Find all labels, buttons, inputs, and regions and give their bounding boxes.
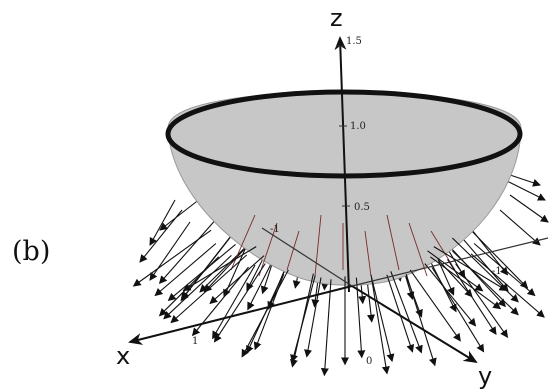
- vector-arrow: [452, 250, 519, 316]
- vector-arrow: [470, 253, 545, 318]
- vector-arrow: [149, 199, 176, 246]
- inner-vector-line: [258, 222, 278, 277]
- inner-vector-line: [230, 214, 256, 271]
- vector-arrow: [370, 274, 395, 363]
- vector-arrow: [158, 215, 220, 284]
- panel-label: (b): [12, 236, 51, 267]
- vector-arrow: [499, 209, 541, 246]
- y-tick-neg-1: -1: [492, 266, 502, 277]
- z-tick-0-5: 0.5: [354, 202, 370, 213]
- y-axis: [351, 285, 478, 364]
- x-axis-negative: [261, 227, 353, 287]
- vector-arrow: [132, 229, 212, 287]
- vector-arrow: [431, 267, 485, 353]
- vector-arrow: [304, 277, 322, 358]
- vector-arrow: [170, 254, 248, 324]
- vector-arrow: [390, 271, 423, 354]
- vector-arrow: [320, 279, 332, 377]
- vector-arrow: [386, 274, 415, 353]
- vector-arrow: [430, 256, 502, 310]
- z-axis-ticks: [336, 45, 350, 207]
- vector-arrow: [473, 243, 536, 297]
- z-tick-1-5: 1.5: [346, 36, 362, 47]
- inner-vector-line: [314, 214, 322, 277]
- vector-arrow: [433, 246, 508, 292]
- inner-vector-line: [386, 214, 400, 271]
- z-tick-0: 0: [366, 356, 372, 367]
- vector-arrow: [213, 263, 266, 343]
- vector-arrow: [424, 263, 477, 327]
- vector-arrow: [405, 273, 437, 367]
- vector-arrow: [290, 273, 314, 368]
- y-axis-label: y: [478, 362, 492, 390]
- vector-arrow: [212, 264, 256, 340]
- vector-arrow: [371, 278, 390, 375]
- vector-arrow: [253, 273, 285, 351]
- vector-arrow: [468, 228, 529, 289]
- vector-arrow: [355, 277, 366, 359]
- vector-arrow: [452, 237, 519, 303]
- vector-field-arrows-front: [132, 229, 545, 377]
- inner-vector-line: [364, 230, 372, 277]
- vector-arrow: [209, 255, 265, 305]
- vector-arrow: [149, 221, 191, 281]
- z-tick-1-0: 1.0: [350, 121, 366, 132]
- inner-vector-line: [430, 230, 456, 271]
- z-axis: [334, 36, 350, 293]
- vector-arrow: [241, 269, 289, 358]
- vector-arrow: [447, 259, 497, 336]
- vector-arrow: [182, 246, 257, 292]
- y-axis-negative: [351, 237, 549, 287]
- vector-arrow: [509, 194, 549, 223]
- x-tick-neg-1: -1: [270, 224, 280, 235]
- x-axis: [128, 285, 353, 345]
- vector-arrow: [409, 269, 461, 342]
- x-axis-label: x: [116, 342, 130, 370]
- x-tick-1: 1: [192, 336, 198, 347]
- inner-vector-line: [408, 222, 428, 277]
- inner-vector-lines: [230, 214, 456, 277]
- vector-arrow: [167, 243, 236, 302]
- vector-arrow: [163, 254, 232, 320]
- vector-arrow: [504, 179, 546, 201]
- z-axis-label: z: [330, 4, 343, 32]
- inner-vector-line: [286, 230, 300, 271]
- vector-arrow: [455, 263, 509, 339]
- vector-arrow: [154, 243, 217, 297]
